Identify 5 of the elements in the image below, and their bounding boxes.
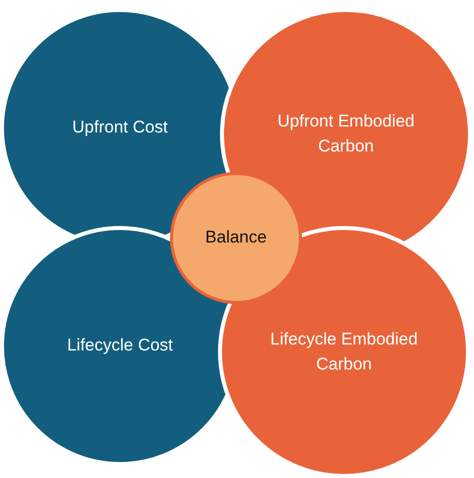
circle-label: Upfront Embodied Carbon [276,110,416,157]
circle-label: Lifecycle Cost [67,334,173,357]
circle-label: Upfront Cost [72,116,168,139]
circle-label: Lifecycle Embodied Carbon [269,328,419,375]
circle-label: Balance [205,226,267,249]
